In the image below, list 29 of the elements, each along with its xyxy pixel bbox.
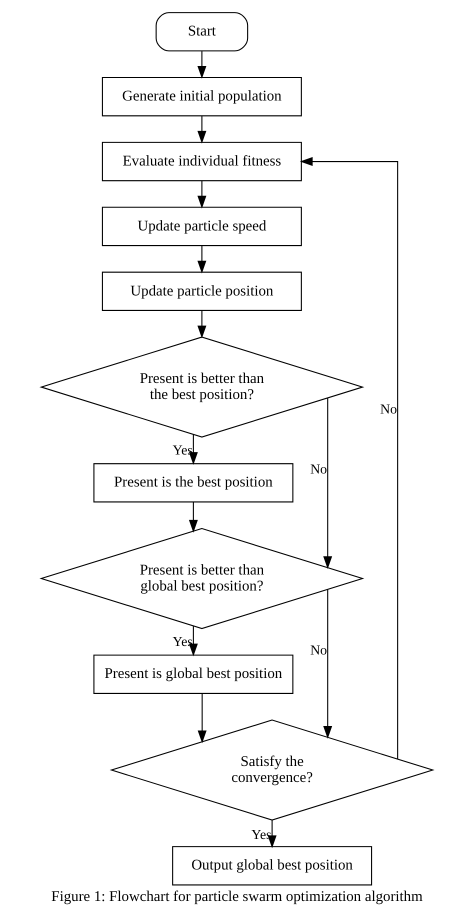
- arrow: [197, 181, 206, 209]
- edge-label: Yes: [172, 442, 193, 458]
- arrow: [197, 116, 206, 144]
- edge-label: No: [310, 462, 328, 477]
- node-diamond: Present is better than the best position?: [39, 336, 364, 438]
- node-box: Start: [156, 12, 248, 52]
- node-diamond: Satisfy the convergence?: [110, 719, 435, 821]
- node-box: Present is global best position: [93, 654, 294, 694]
- arrow: [323, 398, 332, 570]
- arrow: [197, 51, 206, 79]
- arrow: [197, 310, 206, 338]
- edge-label: Yes: [172, 634, 193, 650]
- node-box: Update particle speed: [102, 206, 302, 246]
- node-diamond: Present is better than global best position?: [39, 528, 364, 630]
- arrow: [198, 694, 207, 744]
- arrow: [300, 157, 398, 759]
- arrow: [188, 502, 198, 533]
- edge-label: No: [310, 642, 328, 658]
- arrow: [188, 434, 198, 465]
- arrow: [188, 626, 198, 656]
- node-box: Output global best position: [172, 846, 372, 886]
- arrow: [323, 590, 332, 739]
- edge-label: No: [380, 402, 398, 417]
- node-box: Update particle position: [102, 272, 302, 311]
- arrow: [197, 246, 206, 274]
- node-box: Evaluate individual fitness: [102, 142, 302, 182]
- caption: Figure 1: Flowchart for particle swarm optimization algorithm: [51, 889, 423, 906]
- node-box: Generate initial population: [102, 76, 302, 116]
- node-box: Present is the best position: [93, 463, 294, 502]
